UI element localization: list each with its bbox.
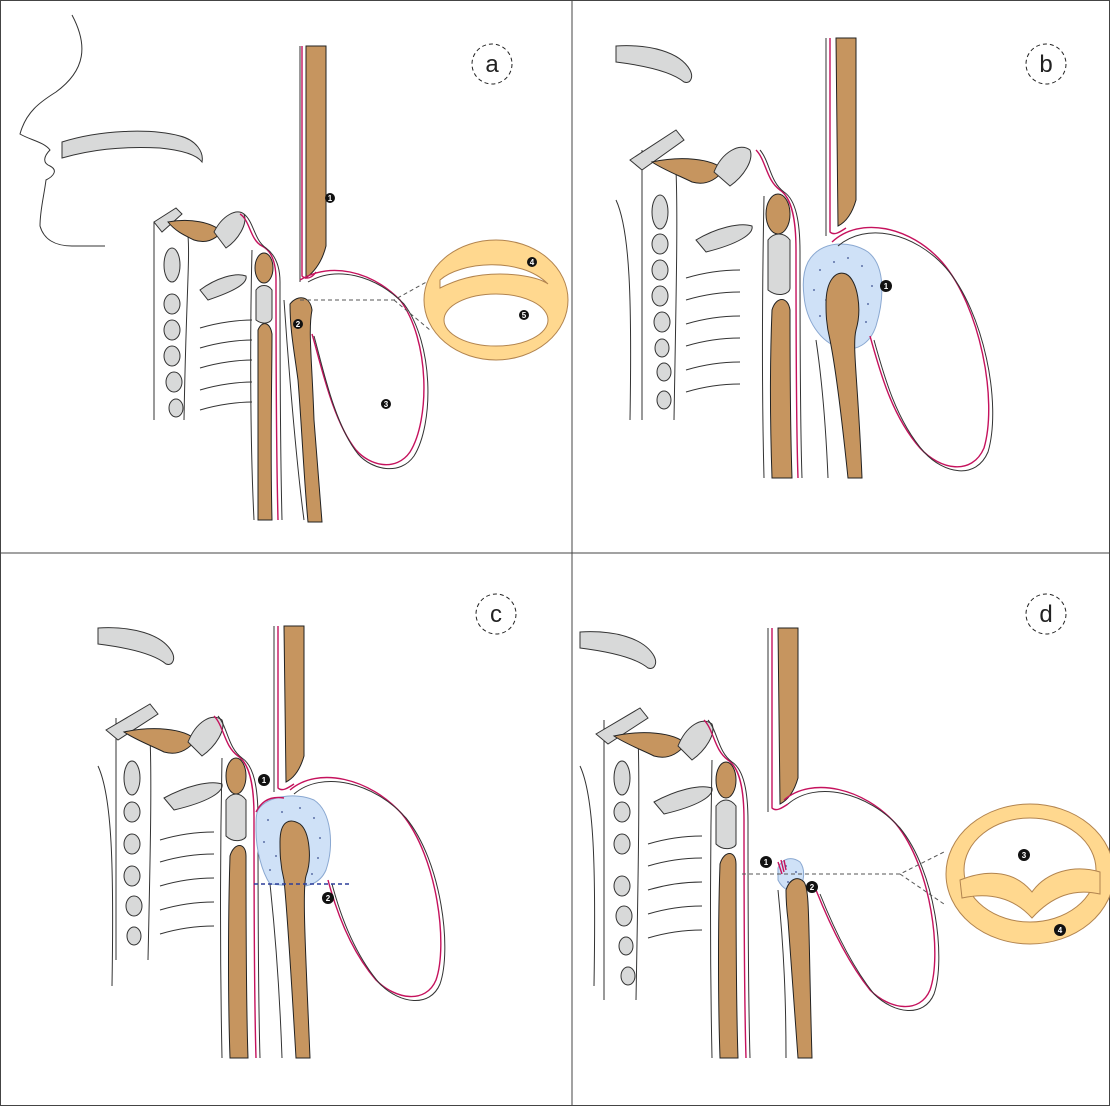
ring-inset-a [424,240,568,360]
vertebrae-d [614,761,635,985]
vertebrae-c [124,761,142,945]
face-profile [20,15,105,246]
panel-label-c: c [490,601,502,628]
neck-lines [200,320,252,410]
markers-b: 1 [880,280,892,292]
svg-text:1: 1 [764,858,769,867]
panel-a: 1 2 3 4 5 a [20,15,568,522]
panel-d: 1 2 3 4 d [580,594,1110,1058]
svg-text:1: 1 [884,282,889,291]
vertebrae [164,248,183,417]
svg-text:3: 3 [1022,851,1027,860]
panel-c: 1 2 c [98,594,516,1058]
svg-text:1: 1 [262,776,267,785]
balloon-a [300,270,424,464]
svg-text:4: 4 [1058,926,1063,935]
svg-text:4: 4 [530,258,535,267]
panel-b: 1 b [616,38,1066,478]
svg-text:2: 2 [810,883,815,892]
svg-text:3: 3 [384,400,389,409]
airway-column [258,324,272,520]
svg-text:1: 1 [328,194,333,203]
tube-a [306,46,326,278]
panel-label-b: b [1039,51,1052,78]
ring-inset-d [946,804,1110,944]
svg-text:2: 2 [296,320,301,329]
panel-label-d: d [1039,601,1052,628]
svg-text:5: 5 [522,311,527,320]
vertebrae-b [652,195,671,409]
svg-text:2: 2 [326,894,331,903]
palate [62,131,202,162]
panel-label-a: a [485,51,499,78]
